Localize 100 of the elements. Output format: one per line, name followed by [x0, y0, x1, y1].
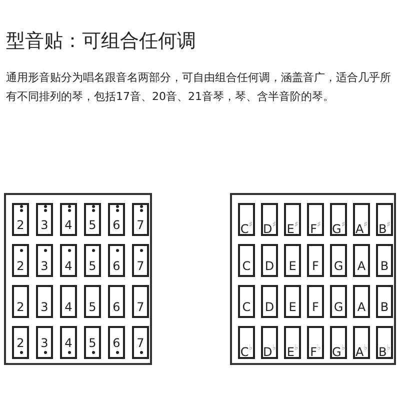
note-label: 4 [64, 218, 74, 232]
note-label: B [379, 259, 390, 273]
note-label: G [332, 259, 344, 273]
note-label: F [311, 259, 320, 273]
note-sticker [12, 244, 29, 277]
note-label: G [332, 300, 344, 314]
note-label: 6 [112, 218, 122, 232]
heading: 型音贴：可组合任何调 [6, 29, 196, 54]
note-sticker [238, 244, 255, 277]
note-label: 5 [88, 259, 98, 273]
note-sticker [261, 203, 278, 236]
note-label: 7 [136, 300, 146, 314]
note-sticker [108, 285, 125, 318]
note-sticker [261, 285, 278, 318]
note-sticker [132, 244, 149, 277]
description-text: 通用形音贴分为唱名跟音名两部分，可自由组合任何调，涵盖音广，适合几乎所有不同排列的琴，包括17音、20音、21音琴，琴、含半音阶的琴。 [6, 70, 392, 105]
note-sticker [330, 244, 347, 277]
note-label: 3 [40, 259, 50, 273]
note-label: 4 [64, 259, 74, 273]
note-label: 5 [88, 218, 98, 232]
note-label: 7 [136, 218, 146, 232]
note-sticker [36, 326, 53, 359]
note-sticker [108, 203, 125, 236]
note-label: F$^{♭}$ [309, 342, 322, 359]
note-label: E$^{♯}$ [286, 219, 299, 236]
note-label: D [264, 259, 276, 273]
sticker-sheet [4, 193, 152, 365]
note-sticker [132, 203, 149, 236]
note-label: 6 [112, 300, 122, 314]
note-label: G$^{♯}$ [332, 219, 345, 236]
note-sticker [84, 244, 101, 277]
note-label: G$^{♭}$ [332, 342, 345, 359]
note-label: 2 [16, 300, 26, 314]
note-sticker [261, 326, 278, 359]
sticker-sheet [230, 193, 396, 365]
note-label: 7 [136, 259, 146, 273]
note-sticker [307, 203, 324, 236]
note-label: 3 [40, 300, 50, 314]
note-sticker [108, 326, 125, 359]
note-label: 4 [64, 336, 74, 350]
note-label: E [288, 259, 298, 273]
note-label: C$^{♯}$ [240, 219, 253, 236]
note-label: 6 [112, 336, 122, 350]
note-label: 7 [136, 336, 146, 350]
note-sticker [12, 326, 29, 359]
note-label: 6 [112, 259, 122, 273]
note-label: C [241, 259, 252, 273]
note-label: 3 [40, 218, 50, 232]
note-sticker [376, 326, 393, 359]
note-sticker [60, 285, 77, 318]
note-sticker [330, 203, 347, 236]
note-sticker [84, 203, 101, 236]
note-sticker [330, 326, 347, 359]
note-sticker [60, 203, 77, 236]
note-sticker [353, 244, 370, 277]
note-sticker [238, 285, 255, 318]
note-sticker [284, 244, 301, 277]
note-sticker [353, 326, 370, 359]
note-sticker [284, 203, 301, 236]
note-sticker [307, 285, 324, 318]
note-label: F [311, 300, 320, 314]
note-label: D [264, 300, 276, 314]
note-sticker [284, 285, 301, 318]
note-sticker [376, 244, 393, 277]
note-sticker [376, 203, 393, 236]
note-label: A$^{♭}$ [355, 342, 368, 359]
note-sticker [36, 244, 53, 277]
note-label: A [356, 259, 367, 273]
note-sticker [307, 326, 324, 359]
note-sticker [261, 244, 278, 277]
note-sticker [36, 203, 53, 236]
note-sticker [238, 326, 255, 359]
note-sticker [238, 203, 255, 236]
note-label: 2 [16, 218, 26, 232]
note-label: F$^{♯}$ [309, 219, 322, 236]
note-sticker [60, 244, 77, 277]
note-label: 3 [40, 336, 50, 350]
note-label: C [241, 300, 252, 314]
note-sticker [60, 326, 77, 359]
note-sticker [12, 203, 29, 236]
note-sticker [353, 285, 370, 318]
note-sticker [284, 326, 301, 359]
note-label: B$^{♭}$ [378, 342, 391, 359]
note-sticker [84, 326, 101, 359]
note-sticker [84, 285, 101, 318]
note-label: 2 [16, 336, 26, 350]
note-sticker [132, 326, 149, 359]
note-label: E$^{♭}$ [286, 342, 299, 359]
note-label: A [356, 300, 367, 314]
note-label: B [379, 300, 390, 314]
note-label: E [288, 300, 298, 314]
note-sticker [108, 244, 125, 277]
note-label: D$^{♯}$ [263, 219, 276, 236]
note-sticker [330, 285, 347, 318]
note-sticker [376, 285, 393, 318]
note-label: C$^{♭}$ [240, 342, 253, 359]
note-sticker [132, 285, 149, 318]
note-label: 4 [64, 300, 74, 314]
note-sticker [307, 244, 324, 277]
note-label: A$^{♯}$ [355, 219, 368, 236]
